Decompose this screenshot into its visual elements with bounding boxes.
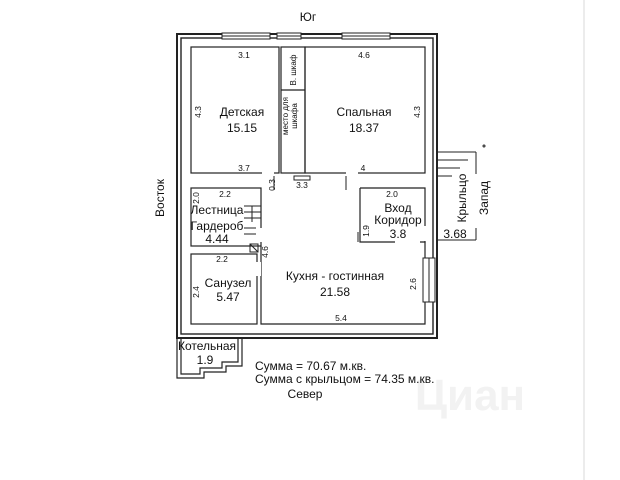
dim-label: 2.2: [219, 189, 231, 199]
room-bath-area: 5.47: [216, 290, 240, 304]
closet-label: В. шкаф: [289, 54, 298, 85]
room-stair-name1: Лестница: [191, 203, 244, 217]
dim-label: 4.3: [412, 106, 422, 118]
dim-label: 2.2: [216, 254, 228, 264]
room-kitchen-name: Кухня - гостинная: [286, 269, 384, 283]
total-area-with-porch: Сумма с крыльцом = 74.35 м.кв.: [255, 372, 434, 386]
room-stair-name2: Гардероб: [191, 219, 244, 233]
dim-label: 2.0: [191, 192, 201, 204]
room-hall-name1: Вход: [384, 201, 411, 215]
direction-west: Запад: [477, 181, 491, 215]
direction-south: Юг: [300, 10, 317, 24]
porch-name: Крыльцо: [455, 173, 469, 222]
room-kitchen-outline: [260, 242, 426, 325]
closet-note-line2: шкафа: [290, 103, 299, 129]
door-openings: [255, 171, 428, 276]
room-kitchen-area: 21.58: [320, 285, 350, 299]
direction-east: Восток: [153, 178, 167, 217]
dim-label: 4.6: [260, 246, 270, 258]
dim-label: 3.7: [238, 163, 250, 173]
room-bath-name: Санузел: [205, 276, 252, 290]
room-detskaya-name: Детская: [220, 105, 264, 119]
room-detskaya-area: 15.15: [227, 121, 257, 135]
dim-label: 1.9: [361, 225, 371, 237]
dim-label: 3.1: [238, 50, 250, 60]
dim-label: 4: [361, 163, 366, 173]
boiler-outline: [176, 338, 243, 379]
room-hall-outline: [360, 187, 426, 243]
dim-label: 4.6: [358, 50, 370, 60]
south-windows: [221, 32, 391, 40]
room-spalnaya-name: Спальная: [337, 105, 392, 119]
room-outlines: [190, 46, 426, 325]
door-details: [244, 175, 359, 253]
room-boiler-name: Котельная: [178, 339, 236, 353]
room-detskaya-outline: [190, 46, 280, 174]
room-bath-outline: [190, 253, 258, 325]
total-area: Сумма = 70.67 м.кв.: [255, 359, 366, 373]
dim-label: 0.3: [267, 179, 277, 191]
porch-area: 3.68: [443, 227, 467, 241]
porch-outline: [437, 144, 486, 241]
east-window: [422, 257, 436, 303]
room-hall-area: 3.8: [390, 227, 407, 241]
dim-label: 2.6: [408, 278, 418, 290]
room-spalnaya-outline: [304, 46, 426, 174]
closet-note-line1: место для: [281, 97, 290, 135]
room-boiler-area: 1.9: [197, 353, 214, 367]
dim-label: 2.4: [191, 286, 201, 298]
room-spalnaya-area: 18.37: [349, 121, 379, 135]
dim-label: 3.3: [296, 180, 308, 190]
direction-north: Север: [288, 387, 323, 401]
dim-label: 2.0: [386, 189, 398, 199]
room-stair-area: 4.44: [205, 232, 229, 246]
watermark: Циан: [415, 371, 525, 420]
outer-walls: [176, 33, 438, 339]
dim-label: 4.3: [193, 106, 203, 118]
room-stair-outline: [190, 187, 262, 247]
dim-label: 5.4: [335, 313, 347, 323]
room-hall-name2: Коридор: [374, 213, 422, 227]
